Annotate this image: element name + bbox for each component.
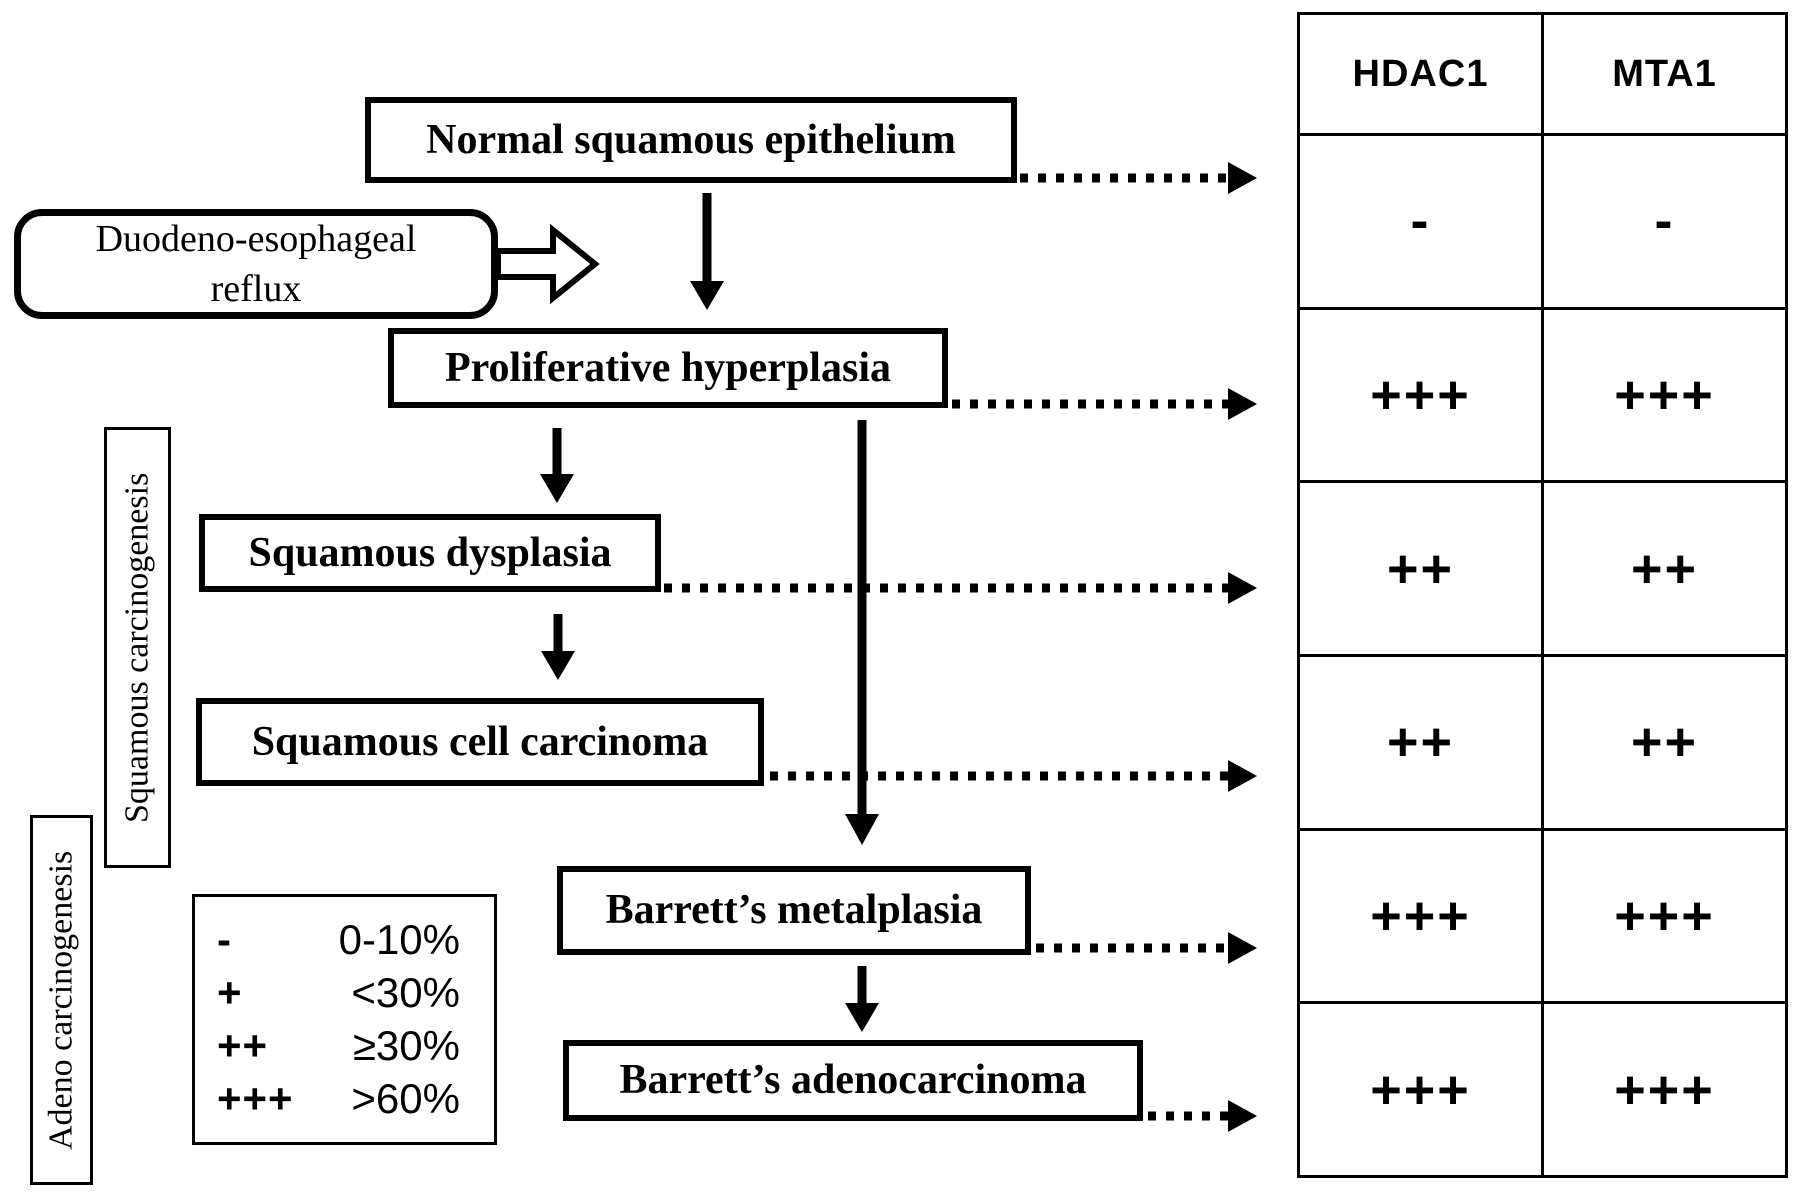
box-barretts-adenocarcinoma: Barrett’s adenocarcinoma [563,1040,1143,1121]
cell-metaplasia-hdac1: +++ [1300,830,1541,1002]
legend-row: + <30% [217,969,460,1017]
box-proliferative-hyperplasia: Proliferative hyperplasia [388,328,948,408]
cell-hyperplasia-mta1: +++ [1544,309,1785,481]
hollow-arrow-reflux [495,223,600,305]
cell-adenocarcinoma-hdac1: +++ [1300,1004,1541,1175]
cell-normal-hdac1: - [1300,136,1541,307]
box-barretts-metaplasia-label: Barrett’s metalplasia [605,887,983,934]
box-normal-squamous-epithelium-label: Normal squamous epithelium [426,116,956,163]
arrowhead-proliferative-to-metaplasia [845,814,879,845]
dotted-arrowhead-normal [1228,162,1257,194]
table-header-hdac1: HDAC1 [1300,15,1541,133]
box-squamous-cell-carcinoma: Squamous cell carcinoma [196,698,764,786]
cell-adenocarcinoma-mta1: +++ [1544,1004,1785,1175]
legend-symbol: - [217,915,232,963]
cell-hyperplasia-hdac1: +++ [1300,309,1541,481]
dotted-arrowhead-proliferative [1228,388,1257,420]
dotted-arrowhead-carcinoma [1228,760,1257,792]
cell-metaplasia-mta1: +++ [1544,830,1785,1002]
arrowhead-normal-to-proliferative [690,281,724,310]
box-barretts-metaplasia: Barrett’s metalplasia [557,866,1031,955]
box-normal-squamous-epithelium: Normal squamous epithelium [365,97,1017,183]
box-squamous-cell-carcinoma-label: Squamous cell carcinoma [251,718,709,765]
dotted-arrowhead-metaplasia [1228,932,1257,964]
arrowhead-dysplasia-to-carcinoma [541,651,575,680]
arrowhead-metaplasia-to-adenocarcinoma [845,1003,879,1032]
side-label-squamous-carcinogenesis: Squamous carcinogenesis [104,427,171,868]
legend-value: <30% [351,968,460,1016]
cell-carcinoma-hdac1: ++ [1300,657,1541,828]
reflux-label-line1: Duodeno-esophageal [95,217,417,260]
side-label-adeno-carcinogenesis-text: Adeno carcinogenesis [42,850,80,1150]
arrowhead-proliferative-to-dysplasia [540,474,574,503]
legend-symbol: + [217,968,243,1016]
legend-symbol: +++ [217,1075,294,1123]
cell-dysplasia-hdac1: ++ [1300,483,1541,654]
legend-symbol: ++ [217,1022,269,1070]
box-barretts-adenocarcinoma-label: Barrett’s adenocarcinoma [619,1057,1087,1104]
box-squamous-dysplasia: Squamous dysplasia [199,514,661,592]
box-squamous-dysplasia-label: Squamous dysplasia [248,529,612,576]
box-duodeno-esophageal-reflux: Duodeno-esophageal reflux [14,209,498,319]
side-label-adeno-carcinogenesis: Adeno carcinogenesis [30,815,93,1185]
cell-dysplasia-mta1: ++ [1544,483,1785,654]
legend-value: ≥30% [352,1022,460,1070]
legend-value: 0-10% [338,915,460,963]
cell-normal-mta1: - [1544,136,1785,307]
dotted-arrowhead-dysplasia [1228,572,1257,604]
legend-box: - 0-10% + <30% ++ ≥30% +++ >60% [192,894,497,1145]
expression-table: HDAC1 MTA1 - - +++ +++ ++ ++ ++ ++ +++ +… [1297,12,1788,1178]
dotted-arrowhead-adenocarcinoma [1228,1100,1257,1132]
reflux-label-line2: reflux [210,268,302,310]
box-proliferative-hyperplasia-label: Proliferative hyperplasia [445,344,891,391]
legend-row: - 0-10% [217,916,460,964]
cell-carcinoma-mta1: ++ [1544,657,1785,828]
table-header-mta1: MTA1 [1544,15,1785,133]
legend-value: >60% [351,1075,460,1123]
side-label-squamous-carcinogenesis-text: Squamous carcinogenesis [118,472,156,823]
legend-row: ++ ≥30% [217,1022,460,1070]
legend-row: +++ >60% [217,1075,460,1123]
